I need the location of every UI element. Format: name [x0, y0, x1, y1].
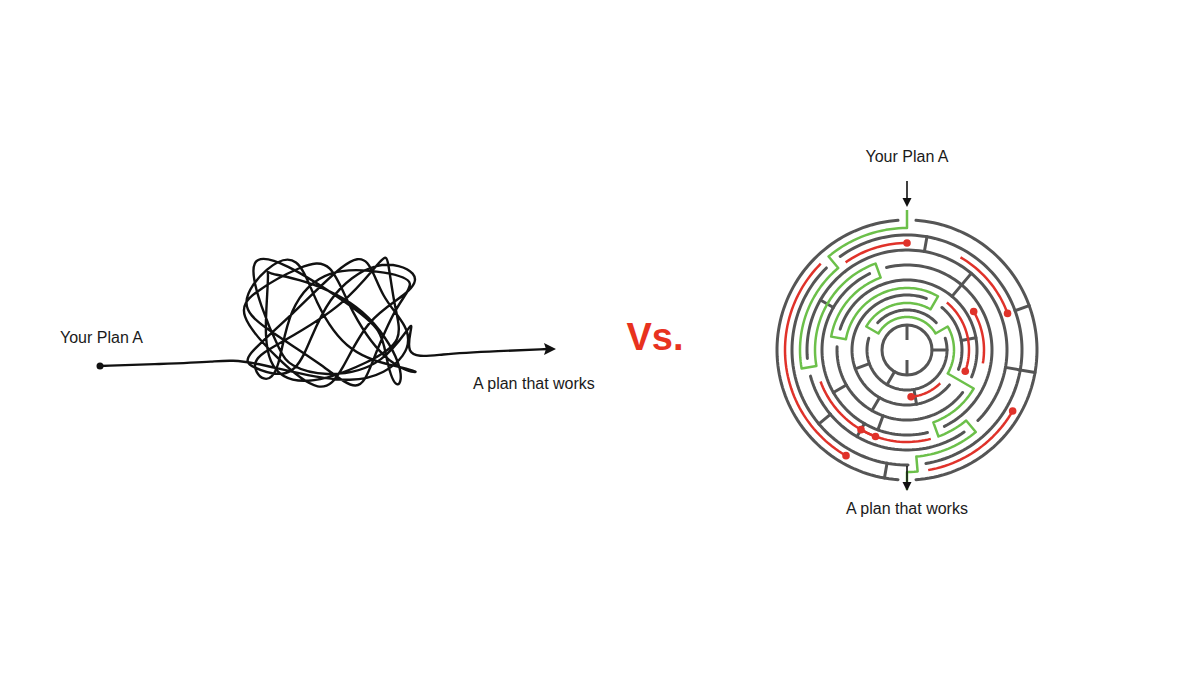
maze-wall [884, 463, 887, 478]
maze-ring [840, 235, 1022, 463]
versus-label: Vs. [626, 317, 683, 359]
maze-wall [906, 325, 909, 340]
dead-end-path [961, 257, 1008, 313]
maze-wall [1015, 306, 1029, 311]
maze-ring [867, 338, 947, 390]
start-label: Your Plan A [60, 329, 143, 347]
arrow-head [544, 343, 556, 355]
dead-end-path [821, 381, 876, 436]
goal-label: A plan that works [473, 375, 595, 393]
maze-wall [819, 414, 830, 424]
maze-wall [1005, 367, 1020, 370]
solution-path [800, 210, 976, 490]
maze-wall [962, 273, 972, 284]
maze-wall [952, 285, 962, 296]
dead-end-dot [903, 239, 911, 247]
maze-ring [882, 325, 932, 375]
exit-arrow [906, 466, 908, 484]
dead-end-path [928, 411, 1012, 470]
maze-wall [833, 385, 846, 393]
dead-end-path [947, 303, 969, 372]
dead-end-path [911, 383, 940, 397]
dead-end-dot [1004, 310, 1012, 318]
maze-wall [932, 349, 947, 352]
maze-wall [857, 424, 865, 437]
dead-end-path [846, 243, 907, 262]
dead-end-path [861, 430, 931, 442]
dead-end-dot [1009, 407, 1017, 415]
dead-end-path [974, 312, 984, 364]
maze-wall [878, 416, 883, 430]
dead-end-dot [857, 426, 865, 434]
maze-ring [807, 250, 1007, 421]
dead-end-dot [970, 308, 978, 316]
dead-end-dot [961, 367, 969, 375]
dead-end-dot [842, 452, 850, 460]
circular-maze [777, 210, 1037, 490]
maze-wall [887, 372, 895, 385]
maze-wall [872, 398, 880, 411]
maze-wall [1020, 370, 1035, 373]
maze-wall [924, 237, 927, 252]
start-label: Your Plan A [865, 148, 948, 166]
dead-end-dot [907, 393, 915, 401]
maze-wall [855, 364, 869, 369]
dead-end-path [785, 264, 846, 456]
maze-ring [852, 295, 950, 405]
start-dot [97, 363, 104, 370]
entry-arrow-head [903, 198, 912, 207]
maze-ring [837, 347, 963, 420]
maze-wall [906, 360, 909, 375]
entry-arrow [906, 181, 908, 200]
exit-arrow-head [903, 482, 912, 491]
maze-ring [810, 376, 964, 450]
tangle-path [100, 258, 548, 387]
goal-label: A plan that works [846, 500, 968, 518]
tangled-line [97, 258, 557, 387]
